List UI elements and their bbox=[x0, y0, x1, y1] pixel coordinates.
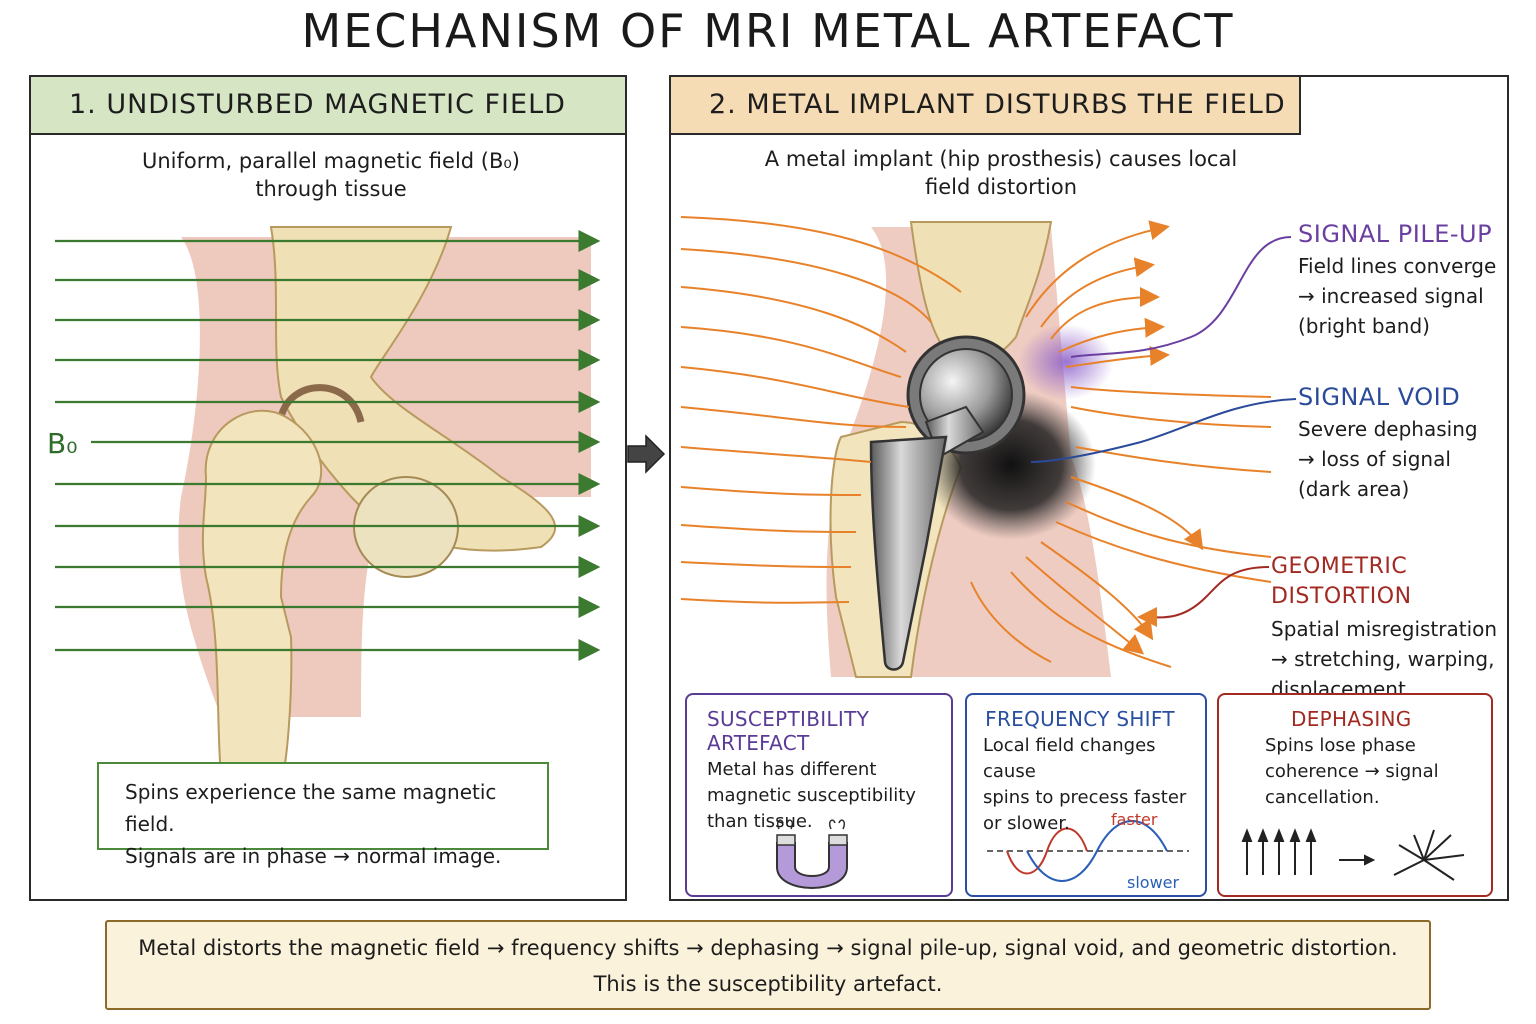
void-leader-line bbox=[1030, 398, 1297, 463]
box-line: than tissue. bbox=[707, 811, 813, 832]
prosthesis-stem bbox=[869, 435, 948, 671]
callout-void-line: Severe dephasing bbox=[1298, 417, 1478, 441]
frequency-wave-icon bbox=[987, 820, 1189, 882]
callout-geometric-distortion: GEOMETRIC DISTORTION Spatial misregistra… bbox=[1271, 552, 1507, 704]
box-line: coherence → signal bbox=[1265, 761, 1439, 782]
callout-signal-void: SIGNAL VOID Severe dephasing → loss of s… bbox=[1298, 382, 1478, 504]
box-susceptibility-head: SUSCEPTIBILITY ARTEFACT bbox=[707, 707, 870, 755]
box-frequency-shift: FREQUENCY SHIFT Local field changes caus… bbox=[965, 693, 1207, 897]
box-frequency-head: FREQUENCY SHIFT bbox=[985, 707, 1175, 731]
callout-void-line: → loss of signal bbox=[1298, 447, 1451, 471]
signal-pileup-band bbox=[1018, 324, 1114, 400]
panel-2-subtitle-line-2: field distortion bbox=[924, 175, 1078, 199]
box-line: Metal has different bbox=[707, 759, 877, 780]
box-susceptibility-body: Metal has different magnetic susceptibil… bbox=[707, 757, 937, 835]
box-dephasing: DEPHASING Spins lose phase coherence → s… bbox=[1217, 693, 1493, 897]
distortion-leader-line bbox=[1137, 566, 1270, 628]
callout-distortion-line: → stretching, warping, bbox=[1271, 647, 1495, 671]
summary-box: Metal distorts the magnetic field → freq… bbox=[105, 920, 1431, 1010]
summary-line-2: This is the susceptibility artefact. bbox=[593, 972, 943, 996]
callout-distortion-head: GEOMETRIC DISTORTION bbox=[1271, 554, 1412, 609]
box-line: Spins lose phase bbox=[1265, 735, 1416, 756]
callout-void-line: (dark area) bbox=[1298, 477, 1410, 501]
slower-label: slower bbox=[1127, 873, 1180, 892]
b0-field-label: B₀ bbox=[47, 427, 78, 460]
magnet-icon bbox=[776, 819, 848, 889]
panel-2-subtitle-line-1: A metal implant (hip prosthesis) causes … bbox=[764, 147, 1238, 171]
callout-pileup-line: → increased signal bbox=[1298, 284, 1484, 308]
callout-signal-pileup: SIGNAL PILE-UP Field lines converge → in… bbox=[1298, 219, 1496, 341]
femur bbox=[201, 409, 323, 778]
callout-pileup-head: SIGNAL PILE-UP bbox=[1298, 220, 1493, 248]
callout-distortion-line: Spatial misregistration bbox=[1271, 617, 1498, 641]
dephasing-arrows-icon bbox=[1241, 828, 1465, 881]
hip-anatomy-illustration bbox=[55, 226, 601, 778]
right-arrow-icon bbox=[627, 434, 666, 474]
pelvis-bone bbox=[269, 226, 557, 552]
acetabulum bbox=[277, 384, 365, 423]
field-lines-uniform bbox=[55, 230, 601, 661]
panel-1-header: 1. UNDISTURBED MAGNETIC FIELD bbox=[31, 77, 625, 135]
panel-1-subtitle-line-1: Uniform, parallel magnetic field (B₀) bbox=[142, 149, 520, 173]
panel-1-subtitle-line-2: through tissue bbox=[255, 177, 407, 201]
pileup-leader-line bbox=[1070, 236, 1292, 358]
panel-2-subtitle: A metal implant (hip prosthesis) causes … bbox=[701, 145, 1301, 201]
faster-label: faster bbox=[1111, 810, 1158, 829]
panel-2-header: 2. METAL IMPLANT DISTURBS THE FIELD bbox=[671, 77, 1301, 135]
box-dephasing-body: Spins lose phase coherence → signal canc… bbox=[1265, 733, 1477, 811]
box-line: Local field changes cause bbox=[983, 735, 1156, 782]
summary-line-1: Metal distorts the magnetic field → freq… bbox=[138, 936, 1398, 960]
box-susceptibility-artefact: SUSCEPTIBILITY ARTEFACT Metal has differ… bbox=[685, 693, 953, 897]
panel-1-subtitle: Uniform, parallel magnetic field (B₀) th… bbox=[71, 147, 591, 203]
box-line: spins to precess faster bbox=[983, 787, 1187, 808]
box-frequency-body: Local field changes cause spins to prece… bbox=[983, 733, 1191, 837]
note-line-2: Signals are in phase → normal image. bbox=[125, 844, 502, 868]
in-phase-note: Spins experience the same magnetic field… bbox=[97, 762, 549, 868]
callout-void-head: SIGNAL VOID bbox=[1298, 383, 1461, 411]
hip-prosthesis-illustration bbox=[680, 216, 1297, 678]
box-line: or slower. bbox=[983, 813, 1070, 834]
panel-undisturbed-field: 1. UNDISTURBED MAGNETIC FIELD Uniform, p… bbox=[29, 75, 627, 901]
page-title: MECHANISM OF MRI METAL ARTEFACT bbox=[301, 4, 1235, 58]
box-line: magnetic susceptibility bbox=[707, 785, 916, 806]
box-dephasing-head: DEPHASING bbox=[1291, 707, 1412, 731]
callout-pileup-line: Field lines converge bbox=[1298, 254, 1497, 278]
panel-distorted-field: 2. METAL IMPLANT DISTURBS THE FIELD A me… bbox=[669, 75, 1509, 901]
box-line: cancellation. bbox=[1265, 787, 1380, 808]
note-line-1: Spins experience the same magnetic field… bbox=[125, 780, 497, 836]
callout-pileup-line: (bright band) bbox=[1298, 314, 1430, 338]
